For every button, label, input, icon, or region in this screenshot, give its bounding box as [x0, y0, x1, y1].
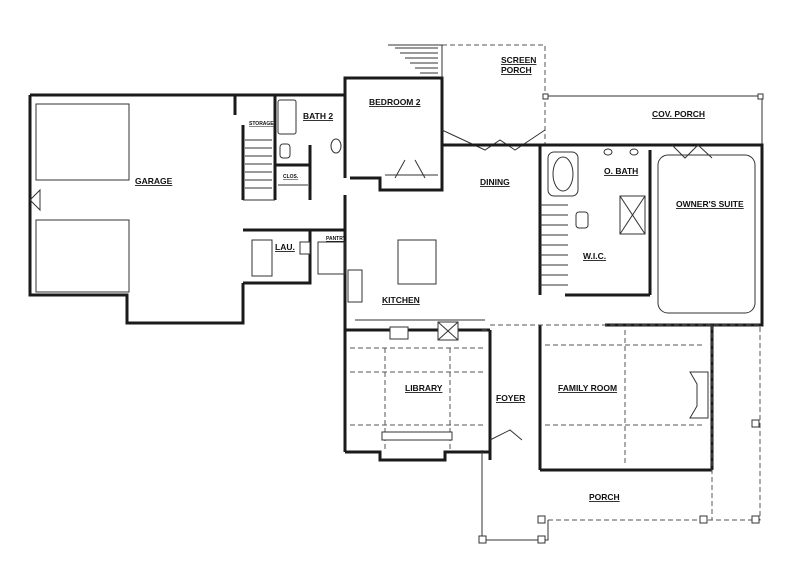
laundry-appliances — [251, 239, 273, 277]
label-family-room: FAMILY ROOM — [558, 383, 617, 393]
label-garage: GARAGE — [135, 176, 173, 186]
interior-stair — [540, 204, 568, 286]
label-storage: STORAGE — [249, 121, 274, 127]
refrigerator — [347, 269, 363, 303]
garage-parking-bay-1 — [35, 103, 130, 181]
library-bay-window — [381, 431, 453, 441]
label-owners-suite: OWNER'S SUITE — [676, 199, 744, 209]
label-closet: CLOS. — [283, 174, 299, 180]
garage-walls — [28, 93, 245, 325]
bedroom-2-walls — [343, 76, 444, 192]
covered-porch — [542, 93, 764, 145]
label-wic: W.I.C. — [583, 251, 606, 261]
owners-suite-wing — [538, 143, 764, 327]
bath2-sink — [330, 138, 342, 154]
owners-sink-2 — [629, 148, 639, 156]
toilet — [279, 143, 291, 159]
screen-porch-doors — [441, 129, 546, 151]
screen-porch — [388, 44, 546, 151]
garage-door-swing — [29, 188, 41, 212]
storage-stair — [245, 139, 272, 189]
porch-exterior-stair — [388, 44, 443, 78]
owners-sink-1 — [603, 148, 613, 156]
pantry-shelves — [317, 241, 346, 275]
owners-toilet — [575, 211, 589, 229]
storage-bath-block — [235, 93, 345, 201]
bathtub — [277, 99, 297, 135]
owners-bed-area — [657, 154, 756, 314]
label-o-bath: O. BATH — [604, 166, 638, 176]
label-bath-2: BATH 2 — [303, 111, 333, 121]
label-laundry: LAU. — [275, 242, 295, 252]
garage-parking-bay-2 — [35, 219, 130, 293]
label-bedroom-2: BEDROOM 2 — [369, 97, 421, 107]
foyer-door — [489, 429, 523, 441]
label-library: LIBRARY — [405, 383, 443, 393]
kitchen-sink — [389, 326, 409, 340]
kitchen-island — [397, 239, 437, 285]
laundry-sink — [299, 241, 311, 255]
label-cov-porch: COV. PORCH — [652, 109, 705, 119]
suite-porch-doors — [671, 144, 713, 159]
label-porch: PORCH — [589, 492, 620, 502]
label-screen-porch-line1: SCREEN — [501, 55, 536, 65]
label-kitchen: KITCHEN — [382, 295, 420, 305]
label-foyer: FOYER — [496, 393, 525, 403]
front-porch — [478, 324, 761, 544]
main-house-walls — [343, 143, 540, 462]
label-dining: DINING — [480, 177, 510, 187]
label-pantry: PANTRY — [326, 236, 347, 242]
label-screen-porch-line2: PORCH — [501, 65, 532, 75]
kitchen-area — [243, 228, 485, 341]
library — [350, 347, 485, 450]
fireplace — [689, 371, 709, 419]
